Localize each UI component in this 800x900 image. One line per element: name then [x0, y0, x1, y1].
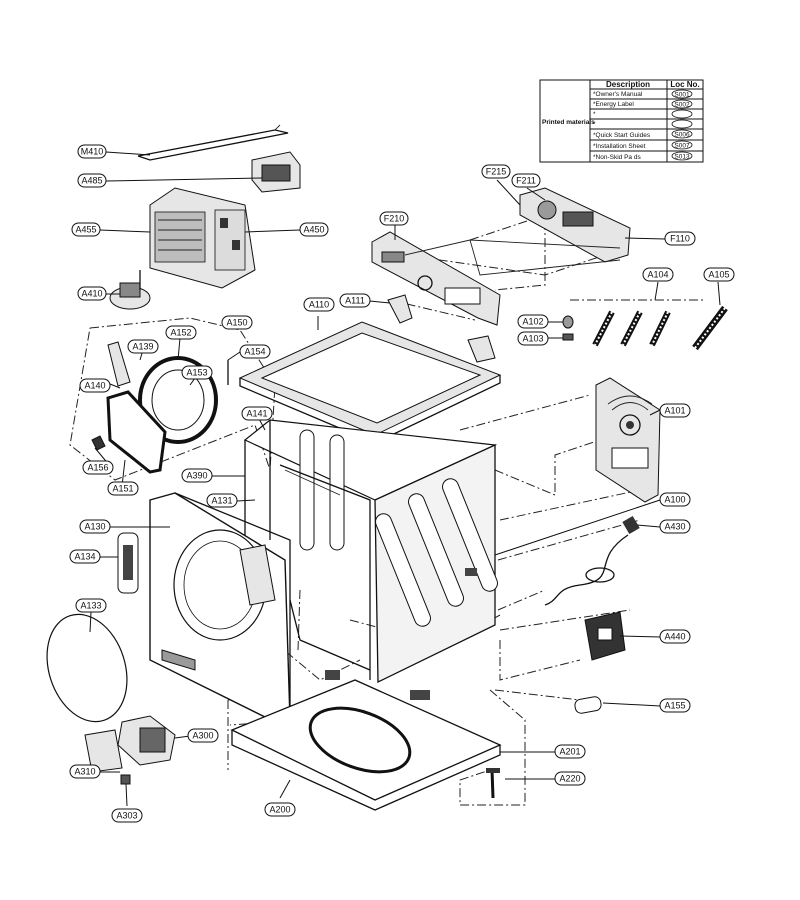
bolt-part [486, 768, 500, 799]
cabinet-part [243, 419, 498, 684]
bracket-part [251, 151, 301, 193]
callout-A155: A155 [664, 701, 685, 711]
table-row-description: *Quick Start Guides [593, 132, 651, 139]
table-group-label: Printed materials [542, 119, 595, 126]
callout-labels: M410 A485 A455 A450 A410 F215 F211 F210 … [69, 144, 735, 823]
callout-A133: A133 [80, 601, 101, 611]
power-cord-part [544, 515, 640, 606]
callout-A303: A303 [116, 811, 137, 821]
callout-A141: A141 [246, 409, 267, 419]
callout-F110: F110 [670, 234, 690, 244]
front-panel-part [149, 492, 291, 723]
callout-A151: A151 [112, 484, 133, 494]
table-row-loc: S002 [674, 102, 690, 109]
control-board-part [149, 187, 256, 289]
callout-A220: A220 [559, 774, 580, 784]
printed-materials-table: Description Loc No. Printed materials *O… [539, 79, 704, 163]
callout-A150: A150 [226, 318, 247, 328]
table-row-description: *Energy Label [593, 101, 634, 108]
table-header-loc: Loc No. [670, 80, 699, 89]
table-header-description: Description [606, 80, 650, 89]
callout-A410: A410 [81, 289, 102, 299]
foot-part [574, 696, 602, 714]
callout-M410: M410 [81, 147, 104, 157]
rear-panel-part [595, 377, 661, 503]
table-row-loc: S013 [674, 154, 690, 161]
callout-A100: A100 [664, 495, 685, 505]
small-fittings [562, 315, 574, 341]
callout-A131: A131 [211, 496, 232, 506]
callout-F210: F210 [384, 214, 405, 224]
callout-A300: A300 [192, 731, 213, 741]
callout-A105: A105 [708, 270, 729, 280]
callout-A134: A134 [74, 552, 95, 562]
hinge-part [117, 532, 139, 594]
callout-A440: A440 [664, 632, 685, 642]
callout-F211: F211 [516, 176, 536, 186]
door-assembly-part [91, 341, 229, 474]
callout-A111: A111 [345, 296, 365, 306]
callout-A310: A310 [74, 767, 95, 777]
table-row-description: *Non-Skid Pa ds [593, 154, 641, 161]
callout-A152: A152 [170, 328, 191, 338]
spring-parts [592, 305, 728, 351]
valve-part [109, 270, 151, 310]
screw-part [120, 774, 131, 785]
callout-A140: A140 [84, 381, 105, 391]
callout-A153: A153 [186, 368, 207, 378]
callout-A455: A455 [75, 225, 96, 235]
top-plate-part [238, 321, 502, 444]
glass-part [46, 613, 128, 723]
callout-A485: A485 [81, 176, 102, 186]
drawer-frame-outline [404, 239, 621, 276]
table-row-loc: S006 [674, 132, 690, 139]
callout-A104: A104 [647, 270, 668, 280]
callout-A130: A130 [84, 522, 105, 532]
callout-A390: A390 [186, 471, 207, 481]
callout-F215: F215 [486, 167, 507, 177]
callout-A430: A430 [664, 522, 685, 532]
callout-A200: A200 [269, 805, 290, 815]
callout-A101: A101 [664, 406, 685, 416]
dispenser-part [84, 715, 176, 773]
callout-A110: A110 [309, 300, 329, 310]
callout-A102: A102 [522, 317, 543, 327]
table-row-loc: S007 [674, 143, 690, 150]
control-panel-part [371, 231, 501, 326]
callout-A201: A201 [559, 747, 580, 757]
table-row-description: *Owner's Manual [593, 91, 643, 98]
callout-A154: A154 [244, 347, 265, 357]
noise-filter-part [584, 611, 626, 661]
callout-A156: A156 [87, 463, 108, 473]
table-row-loc: S001 [674, 92, 690, 99]
wire-rod-part [137, 124, 289, 161]
callout-A450: A450 [303, 225, 324, 235]
table-row-description: * [593, 121, 596, 128]
callout-A139: A139 [132, 342, 153, 352]
top-brackets [387, 294, 496, 363]
table-row-description: *Installation Sheet [593, 143, 646, 150]
callout-A103: A103 [522, 334, 543, 344]
panel-frame-part [519, 187, 631, 263]
table-row-description: * [593, 111, 596, 118]
